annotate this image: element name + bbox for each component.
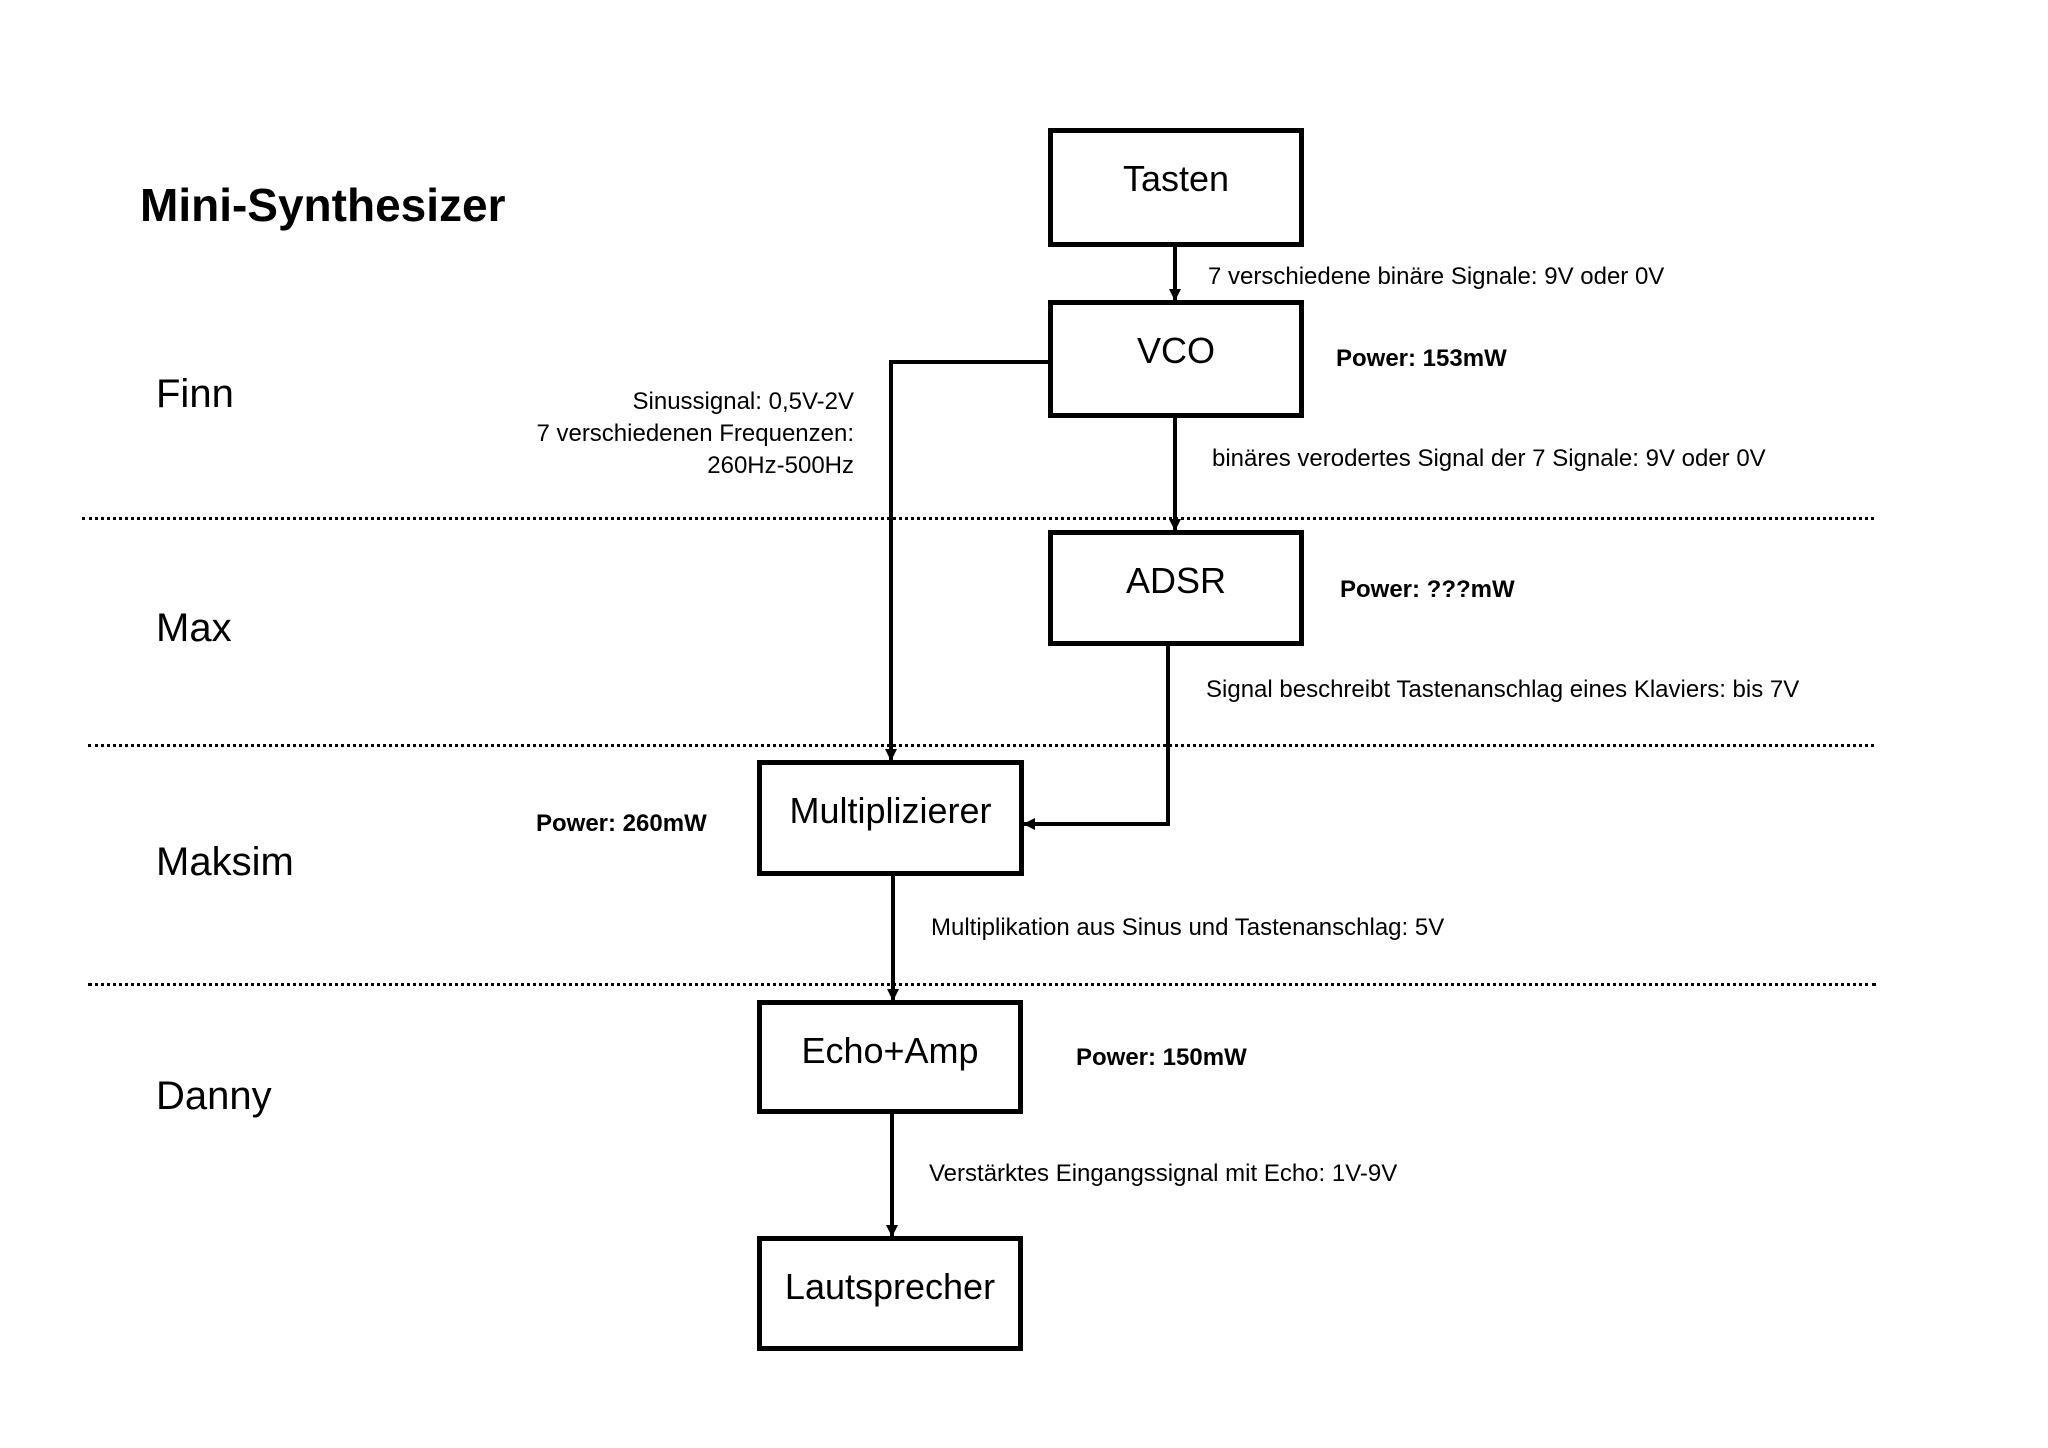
block-adsr: ADSR: [1048, 530, 1304, 646]
power-label-echo-amp: Power: 150mW: [1076, 1044, 1247, 1071]
arrow-adsr-to-multiplizierer: [1023, 646, 1170, 830]
member-label-max: Max: [156, 606, 232, 650]
power-label-vco: Power: 153mW: [1336, 345, 1507, 372]
arrow-vco-to-multiplizierer: [885, 360, 1050, 761]
section-divider: [82, 517, 1874, 520]
section-divider: [88, 744, 1874, 747]
block-echo-amp: Echo+Amp: [757, 1000, 1023, 1114]
section-divider: [88, 983, 1876, 986]
signal-label-line: 260Hz-500Hz: [707, 452, 854, 479]
diagram-title: Mini-Synthesizer: [140, 179, 506, 231]
signal-label-line: Sinussignal: 0,5V-2V: [632, 388, 854, 415]
block-tasten: Tasten: [1048, 128, 1304, 247]
power-label-adsr: Power: ???mW: [1340, 576, 1515, 603]
member-label-finn: Finn: [156, 372, 234, 416]
signal-label-echo-lautsprecher: Verstärktes Eingangssignal mit Echo: 1V-…: [929, 1160, 1398, 1187]
power-label-multiplizierer: Power: 260mW: [536, 810, 707, 837]
signal-label-tasten-vco: 7 verschiedene binäre Signale: 9V oder 0…: [1208, 263, 1665, 290]
signal-label-multiplizierer-echo: Multiplikation aus Sinus und Tastenansch…: [931, 914, 1445, 941]
member-label-maksim: Maksim: [156, 840, 294, 884]
signal-label-adsr-multiplizierer: Signal beschreibt Tastenanschlag eines K…: [1206, 676, 1800, 703]
signal-label-vco-multiplizierer: Sinussignal: 0,5V-2V 7 verschiedenen Fre…: [536, 386, 854, 482]
signal-label-vco-adsr: binäres verodertes Signal der 7 Signale:…: [1212, 445, 1766, 472]
block-lautsprecher: Lautsprecher: [757, 1236, 1023, 1351]
block-multiplizierer: Multiplizierer: [757, 760, 1024, 876]
member-label-danny: Danny: [156, 1074, 272, 1118]
signal-label-line: 7 verschiedenen Frequenzen:: [536, 420, 854, 447]
block-vco: VCO: [1048, 300, 1304, 418]
